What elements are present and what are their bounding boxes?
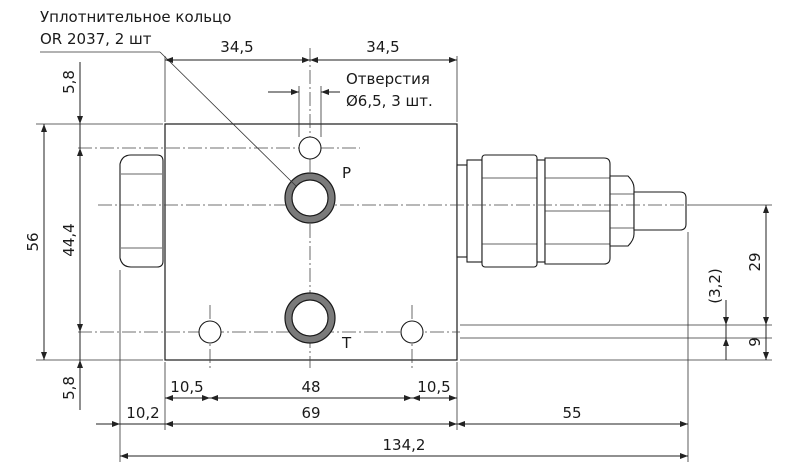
dim-right-3-2: (3,2) bbox=[706, 268, 724, 304]
port-t bbox=[284, 292, 336, 344]
hex-plug-left bbox=[119, 154, 164, 268]
mount-hole-top bbox=[298, 136, 322, 160]
dim-left: 56 44,4 5,8 5,8 bbox=[24, 62, 163, 410]
o-ring-callout-line1: Уплотнительное кольцо bbox=[40, 8, 231, 26]
holes-callout-line1: Отверстия bbox=[346, 70, 430, 88]
dim-right: 29 9 (3,2) bbox=[460, 204, 772, 361]
dim-right-29: 29 bbox=[746, 252, 764, 271]
holes-callout: Отверстия Ø6,5, 3 шт. bbox=[268, 70, 433, 137]
holes-callout-line2: Ø6,5, 3 шт. bbox=[346, 92, 433, 110]
mount-hole-right bbox=[400, 320, 424, 344]
dim-bottom-10-5-right: 10,5 bbox=[417, 378, 450, 396]
dim-right-9: 9 bbox=[746, 337, 764, 347]
dim-top-right: 34,5 bbox=[366, 38, 399, 56]
port-p bbox=[284, 172, 336, 224]
dim-height-56: 56 bbox=[24, 232, 42, 251]
o-ring-callout-line2: OR 2037, 2 шт bbox=[40, 30, 152, 48]
dim-bottom-55: 55 bbox=[562, 404, 581, 422]
dim-height-44-4: 44,4 bbox=[60, 223, 78, 256]
dim-bottom: 10,5 48 10,5 10,2 69 55 134,2 bbox=[96, 232, 689, 462]
dim-top: 34,5 34,5 bbox=[164, 38, 458, 122]
dim-edge-bottom: 5,8 bbox=[60, 376, 78, 400]
dim-edge-top: 5,8 bbox=[60, 70, 78, 94]
port-t-label: T bbox=[341, 334, 352, 352]
o-ring-callout: Уплотнительное кольцо OR 2037, 2 шт bbox=[40, 8, 297, 187]
dim-bottom-10-2: 10,2 bbox=[126, 404, 159, 422]
mount-hole-left bbox=[198, 320, 222, 344]
dim-bottom-69: 69 bbox=[301, 404, 320, 422]
cartridge-assembly bbox=[456, 154, 687, 268]
port-p-label: P bbox=[342, 164, 351, 182]
dim-bottom-10-5-left: 10,5 bbox=[170, 378, 203, 396]
dim-bottom-total: 134,2 bbox=[383, 436, 426, 454]
dim-bottom-48: 48 bbox=[301, 378, 320, 396]
dim-top-left: 34,5 bbox=[220, 38, 253, 56]
